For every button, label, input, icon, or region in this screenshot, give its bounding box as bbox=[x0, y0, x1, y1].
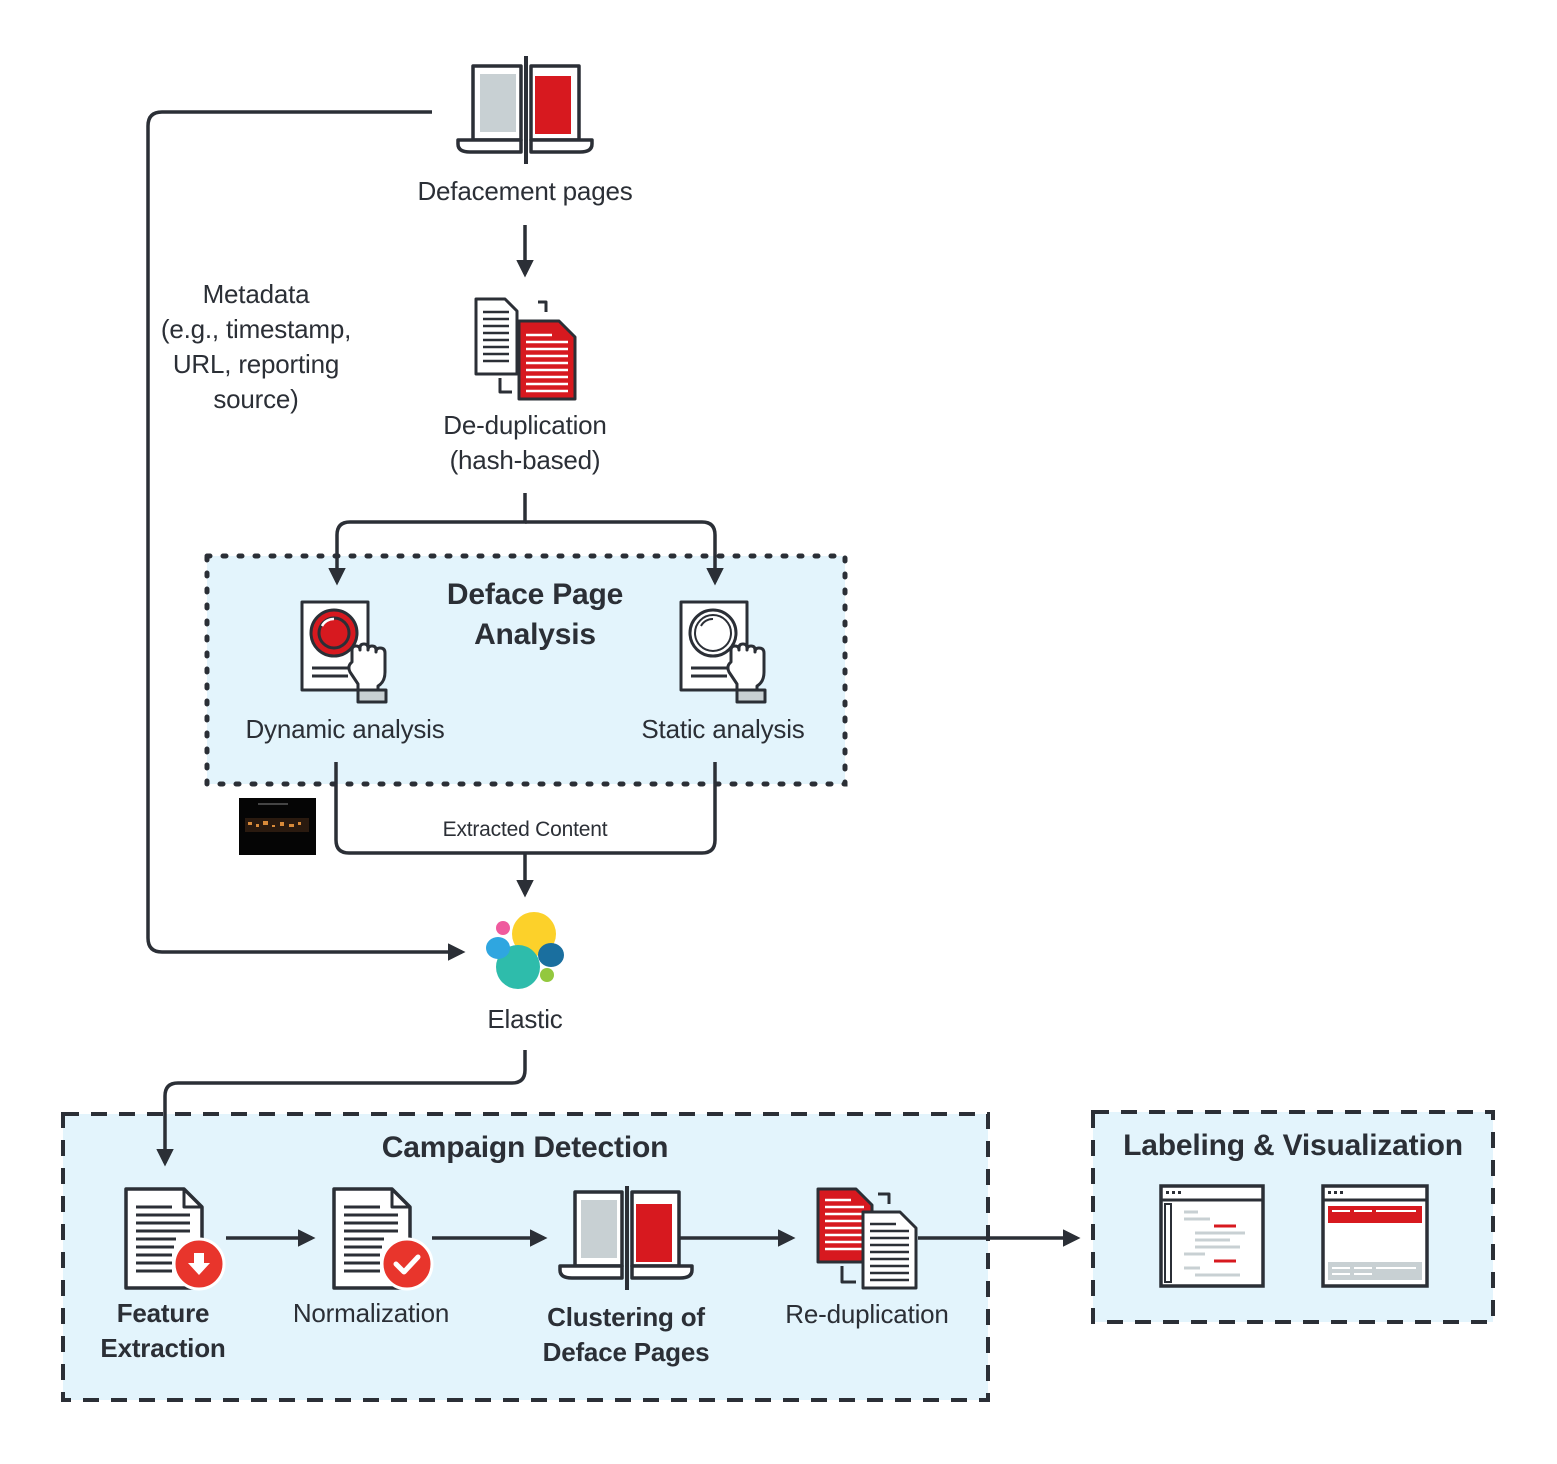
reduplication-label: Re-duplication bbox=[785, 1299, 949, 1329]
clustering-laptop-icon bbox=[558, 1186, 694, 1290]
static-analysis-icon bbox=[679, 600, 767, 704]
normalization-icon bbox=[332, 1187, 434, 1291]
metadata-connector bbox=[146, 110, 466, 961]
clustering-label: Clustering of Deface Pages bbox=[542, 1302, 710, 1367]
analysis-panel-title: Deface Page Analysis bbox=[446, 578, 624, 651]
feature-extraction-icon bbox=[124, 1187, 226, 1291]
elastic-logo bbox=[486, 912, 564, 989]
feature-extraction-label: Feature Extraction bbox=[100, 1298, 226, 1363]
campaign-panel-title: Campaign Detection bbox=[381, 1131, 669, 1164]
screenshot-thumbnail bbox=[239, 798, 316, 855]
labeling-panel-title: Labeling & Visualization bbox=[1123, 1129, 1463, 1162]
labeling-tree-window-icon bbox=[1159, 1184, 1265, 1288]
dynamic-analysis-icon bbox=[300, 600, 388, 704]
duplicate-files-icon bbox=[474, 297, 577, 401]
laptop-icon bbox=[456, 56, 594, 164]
static-analysis-label: Static analysis bbox=[641, 714, 805, 744]
metadata-label: Metadata (e.g., timestamp, URL, reportin… bbox=[160, 279, 352, 414]
extracted-content-label: Extracted Content bbox=[442, 818, 608, 841]
reduplication-files-icon bbox=[816, 1187, 918, 1290]
elastic-label: Elastic bbox=[487, 1004, 563, 1034]
elastic-to-campaign-connector bbox=[156, 1050, 527, 1167]
dynamic-analysis-label: Dynamic analysis bbox=[245, 714, 445, 744]
dedup-label: De-duplication (hash-based) bbox=[443, 410, 607, 475]
dedup-to-static-connector bbox=[525, 520, 724, 586]
labeling-table-window-icon bbox=[1321, 1184, 1429, 1288]
defacement-pages-label: Defacement pages bbox=[417, 176, 633, 206]
dedup-split-connector bbox=[328, 493, 527, 586]
normalization-label: Normalization bbox=[292, 1298, 450, 1328]
